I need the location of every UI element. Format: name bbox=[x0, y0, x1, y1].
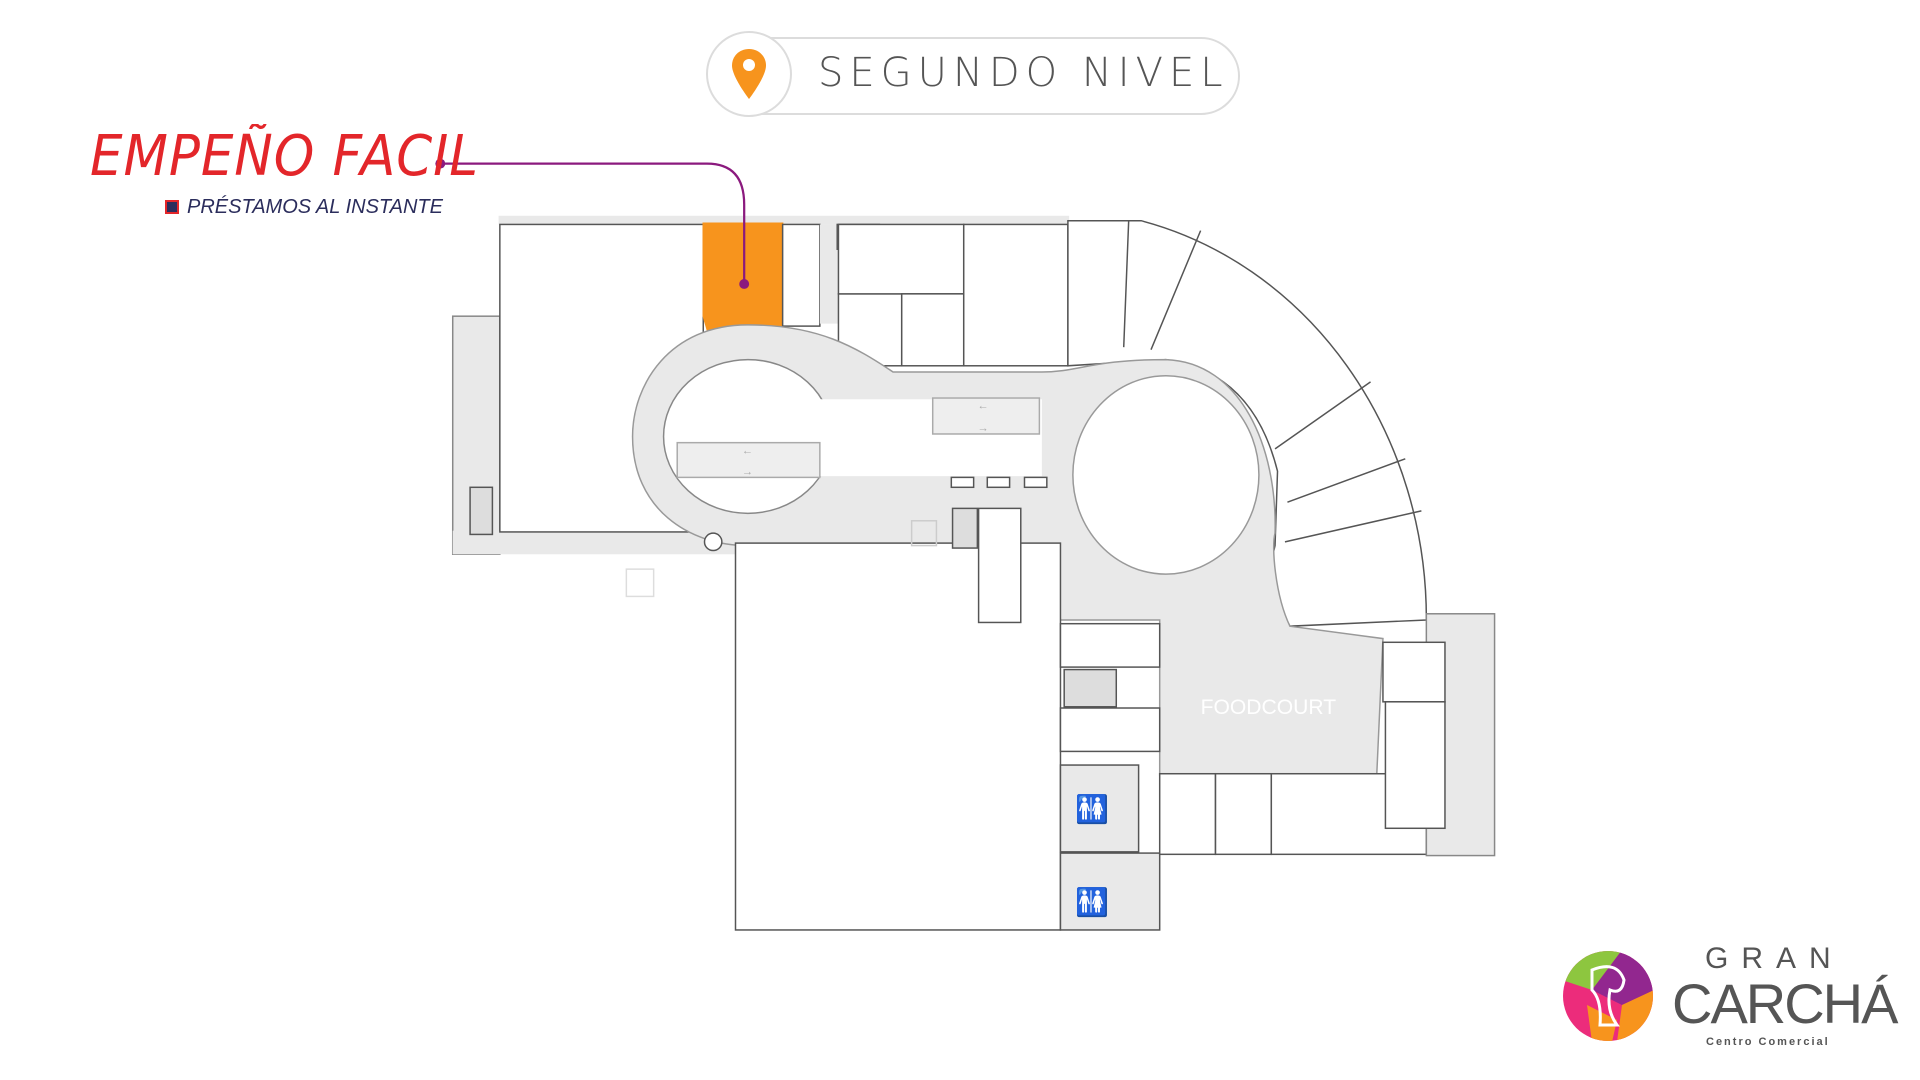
escalator-arrow-left: ← bbox=[977, 400, 988, 412]
store-tagline: PRÉSTAMOS AL INSTANTE bbox=[165, 196, 443, 218]
store-n3[interactable] bbox=[900, 293, 965, 367]
atrium-east bbox=[1072, 374, 1260, 575]
pin-badge bbox=[706, 31, 792, 117]
logo-line1: GRAN bbox=[1705, 942, 1844, 975]
restroom-2 bbox=[1059, 852, 1161, 931]
brand-mark-icon bbox=[165, 200, 179, 214]
leader-dot bbox=[435, 158, 446, 169]
logo-line2: CARCHÁ bbox=[1672, 972, 1898, 1035]
stairs-center bbox=[951, 507, 979, 549]
restroom-icon: 🚻 bbox=[1075, 886, 1109, 917]
map-pin-icon bbox=[732, 49, 766, 99]
store-s1[interactable] bbox=[1158, 772, 1217, 856]
arc-divider bbox=[1122, 220, 1422, 543]
store-c3[interactable] bbox=[1059, 707, 1161, 753]
restroom-icon: 🚻 bbox=[1075, 793, 1109, 824]
store-e2[interactable] bbox=[1384, 701, 1446, 830]
level-indicator bbox=[709, 37, 1240, 115]
column bbox=[703, 532, 723, 552]
escalator-arrow-right: → bbox=[977, 423, 988, 435]
store-n4[interactable] bbox=[962, 223, 1069, 367]
store-leader-line bbox=[440, 162, 746, 284]
elevator-icon bbox=[910, 520, 938, 547]
kiosk bbox=[986, 476, 1011, 489]
north-wall bbox=[498, 215, 1070, 225]
restroom-1 bbox=[1059, 764, 1140, 853]
store-name[interactable]: EMPEÑO FACIL bbox=[90, 124, 479, 189]
level-title: SEGUNDO NIVEL bbox=[818, 50, 1229, 96]
stairs-west bbox=[469, 486, 494, 536]
elevator-icon bbox=[625, 568, 655, 598]
kiosk bbox=[1023, 476, 1048, 489]
mall-logo: GRAN CARCHÁ Centro Comercial bbox=[1562, 942, 1898, 1054]
escalator-arrow-left: ← bbox=[742, 445, 753, 457]
foodcourt-label: FOODCOURT bbox=[1201, 696, 1337, 719]
logo-line3: Centro Comercial bbox=[1706, 1036, 1830, 1048]
store-e1[interactable] bbox=[1382, 641, 1446, 703]
logo-emblem-icon bbox=[1563, 951, 1653, 1041]
store-s2[interactable] bbox=[1214, 772, 1273, 856]
kiosk bbox=[950, 476, 975, 489]
store-location-dot bbox=[739, 278, 750, 289]
store-slot[interactable] bbox=[781, 223, 821, 327]
escalator-east bbox=[931, 397, 1041, 435]
stairs-foodcourt bbox=[1063, 668, 1118, 708]
corridor-stair bbox=[819, 224, 839, 324]
store-c2[interactable] bbox=[1059, 622, 1161, 668]
tagline-text: PRÉSTAMOS AL INSTANTE bbox=[187, 196, 443, 218]
store-n2[interactable] bbox=[837, 223, 965, 295]
store-c1[interactable] bbox=[977, 507, 1022, 624]
escalator-west bbox=[676, 441, 821, 479]
escalator-arrow-right: → bbox=[742, 466, 753, 478]
arc-stores[interactable] bbox=[1067, 219, 1428, 627]
